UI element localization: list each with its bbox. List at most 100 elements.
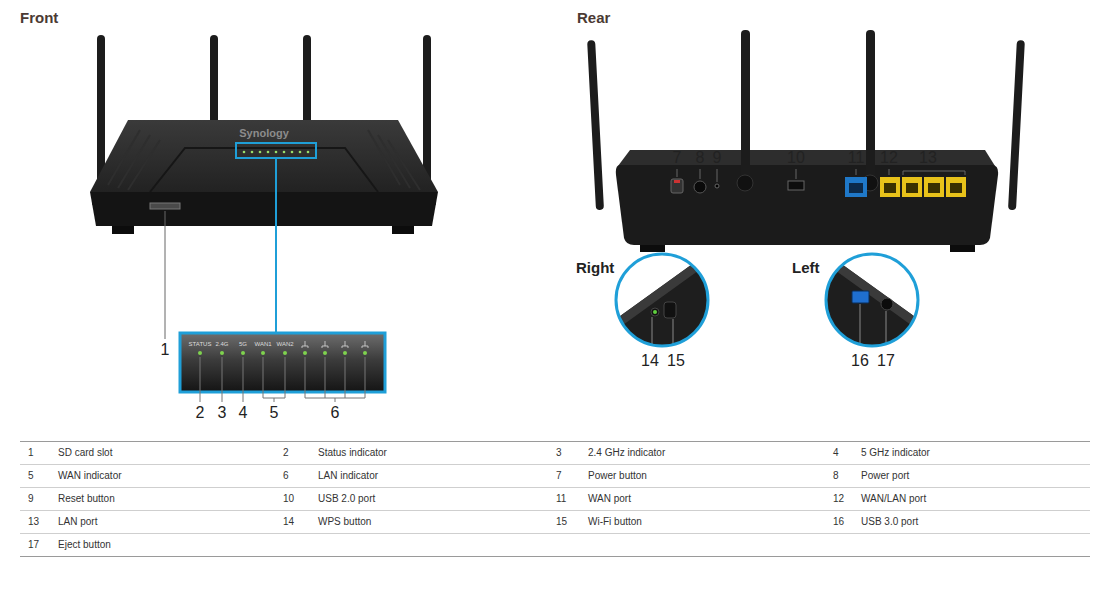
table-number: 16 [833, 516, 844, 528]
indicator-label: WAN1 [254, 341, 271, 348]
table-number: 8 [833, 470, 839, 482]
part-name: USB 2.0 port [318, 493, 375, 505]
port-socket [849, 183, 863, 193]
callout-number: 12 [880, 149, 898, 167]
part-name: USB 3.0 port [861, 516, 918, 528]
wps-led [653, 310, 657, 314]
callout-number: 3 [218, 404, 227, 422]
table-number: 6 [283, 470, 289, 482]
callout-number: 17 [877, 352, 895, 370]
table-number: 10 [283, 493, 294, 505]
leader-lines [860, 304, 886, 350]
callout-number: 1 [161, 341, 170, 359]
table-number: 7 [556, 470, 562, 482]
table-rules [20, 487, 1090, 488]
view-heading: Left [792, 259, 820, 276]
lan-ports [906, 183, 918, 193]
part-name: 2.4 GHz indicator [588, 447, 665, 459]
part-name: LAN port [58, 516, 97, 528]
zoom-line [275, 158, 277, 333]
callout-number: 14 [641, 352, 659, 370]
callout-number: 10 [787, 149, 805, 167]
part-name: WPS button [318, 516, 371, 528]
usb3-port [852, 291, 869, 303]
antenna [303, 35, 311, 125]
table-number: 13 [28, 516, 39, 528]
inset-ring [826, 254, 918, 346]
antenna [587, 40, 604, 210]
table-number: 9 [28, 493, 34, 505]
table-rules [20, 510, 1090, 511]
usb-port [788, 181, 804, 190]
led-row [259, 151, 262, 154]
led-row [307, 151, 310, 154]
lan-ports [880, 177, 900, 197]
lan-ports [880, 177, 966, 197]
router-foot [392, 226, 414, 234]
antenna [741, 30, 750, 180]
callout-number: 4 [239, 404, 248, 422]
wan-port [845, 177, 867, 197]
inset-ring [616, 254, 708, 346]
lan-icons [362, 341, 368, 348]
led-row [275, 151, 278, 154]
lan-ports [928, 183, 940, 193]
router-foot [112, 226, 134, 234]
table-number: 15 [556, 516, 567, 528]
antenna [866, 30, 875, 180]
lan-icons [302, 341, 368, 348]
table-number: 5 [28, 470, 34, 482]
indicator-leds [323, 351, 327, 355]
indicator-leds [261, 351, 265, 355]
lan-ports [950, 183, 962, 193]
wps-button [651, 308, 659, 316]
eject-button [881, 298, 893, 310]
right-side-inset [612, 260, 712, 350]
led-row [251, 151, 254, 154]
antenna [210, 35, 218, 125]
router-foot [950, 245, 975, 252]
view-heading: Front [20, 9, 58, 26]
part-name: Eject button [58, 539, 111, 551]
wifi-button [664, 302, 676, 318]
power-mark [674, 180, 680, 183]
left-side-inset [822, 260, 922, 350]
router-vents [108, 130, 420, 190]
brand-text: Synology [239, 127, 289, 140]
led-row [243, 151, 310, 154]
indicator-leds [241, 351, 245, 355]
part-name: 5 GHz indicator [861, 447, 930, 459]
callout-number: 7 [673, 149, 682, 167]
indicator-leds [198, 351, 202, 355]
callout-number: 5 [270, 404, 279, 422]
part-name: WAN indicator [58, 470, 122, 482]
table-rules [20, 464, 1090, 465]
table-rules [20, 533, 1090, 534]
leader-lines [200, 357, 365, 402]
indicator-label: 5G [239, 341, 247, 348]
lan-icons [342, 341, 348, 348]
zoom-frame [236, 143, 316, 158]
callout-number: 8 [696, 149, 705, 167]
antenna-base [737, 175, 753, 191]
callout-number: 15 [667, 352, 685, 370]
callout-number: 9 [713, 149, 722, 167]
indicator-leds [283, 351, 287, 355]
router-ridge [150, 148, 378, 192]
table-number: 14 [283, 516, 294, 528]
part-name: Power button [588, 470, 647, 482]
lan-ports [902, 177, 922, 197]
sd-slot [150, 203, 180, 209]
indicator-leds [343, 351, 347, 355]
part-name: Power port [861, 470, 909, 482]
lan-ports [946, 177, 966, 197]
table-number: 3 [556, 447, 562, 459]
indicator-leds [303, 351, 307, 355]
rear-router [587, 30, 1025, 252]
indicator-leds [198, 351, 367, 355]
part-name: SD card slot [58, 447, 112, 459]
indicator-label: STATUS [189, 341, 212, 348]
part-name: WAN/LAN port [861, 493, 926, 505]
leader-line [165, 211, 166, 339]
